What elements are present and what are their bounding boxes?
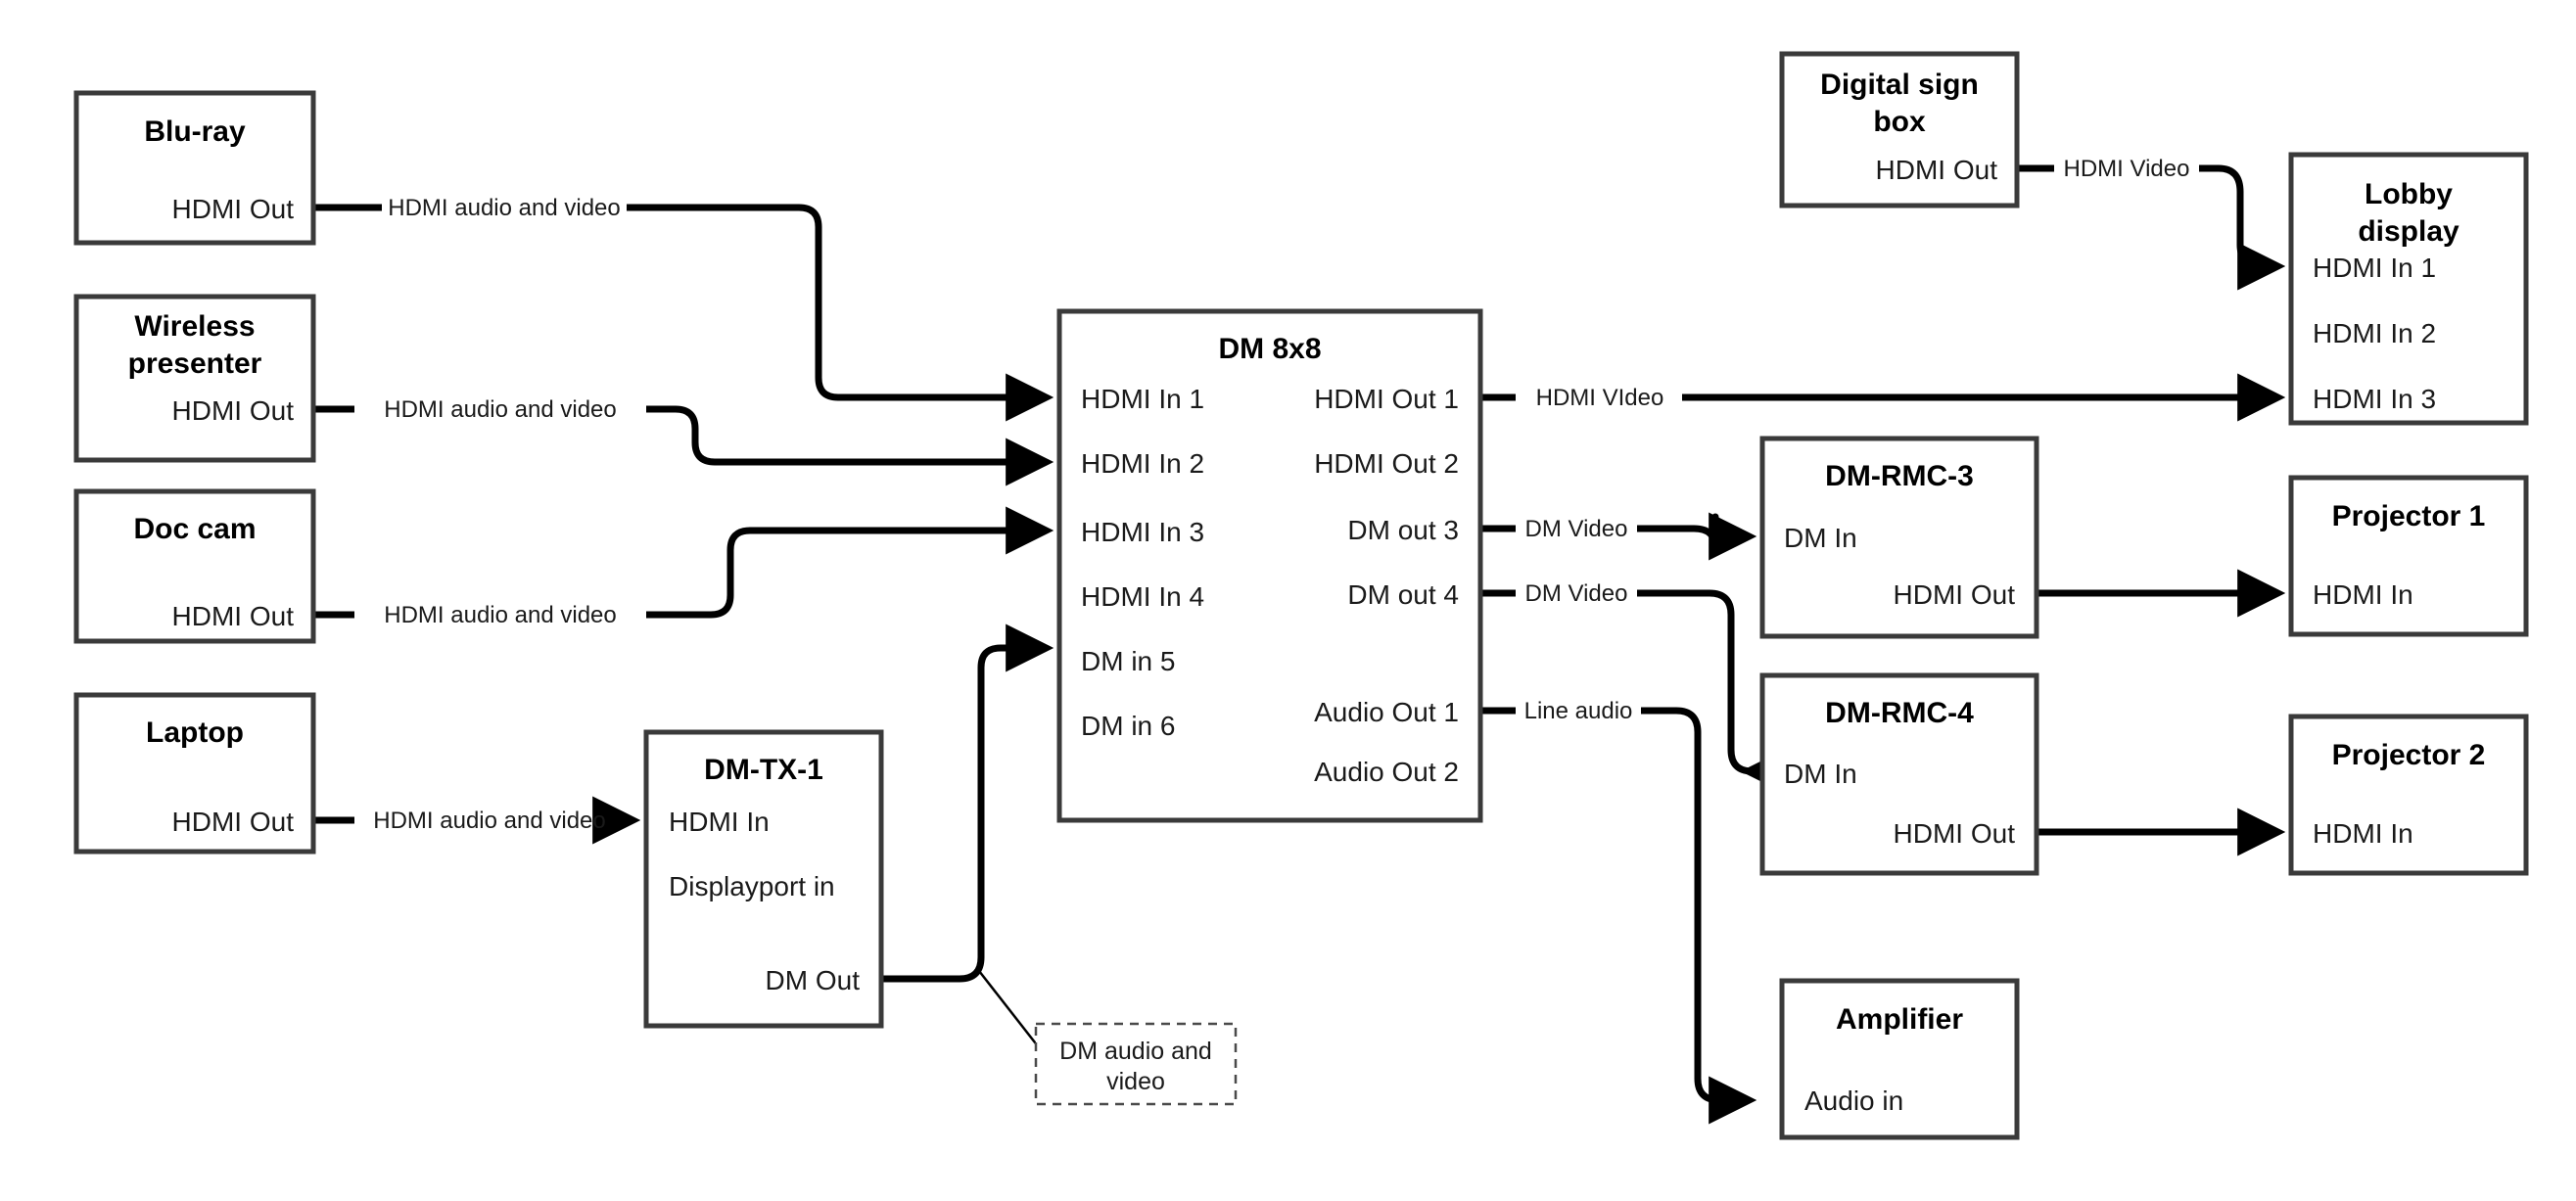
node-projector-2[interactable]: Projector 2 HDMI In <box>2288 714 2529 876</box>
dm-rmc-3-port-dm-in: DM In <box>1784 523 1857 553</box>
dm-8x8-output-dm-out-3: DM out 3 <box>1347 515 1459 545</box>
laptop-title: Laptop <box>146 716 244 749</box>
projector-1-title: Projector 1 <box>2332 500 2486 532</box>
wire-dmtx1-to-dm8x8 <box>881 624 1054 983</box>
projector-2-box[interactable] <box>2288 714 2529 876</box>
wireless-presenter-title-line1: Wireless <box>134 310 255 343</box>
wire-bluray-to-dm8x8 <box>313 204 1046 397</box>
amplifier-port-audio-in: Audio in <box>1804 1086 1903 1116</box>
callout-dm-audio-and-video: DM audio and video <box>1034 1022 1238 1106</box>
node-wireless-presenter[interactable]: Wireless presenter HDMI Out <box>73 294 316 463</box>
bluray-title: Blu-ray <box>144 115 246 148</box>
callout-label-line2: video <box>1106 1068 1165 1095</box>
doc-cam-title: Doc cam <box>133 513 256 545</box>
node-laptop[interactable]: Laptop HDMI Out <box>73 692 316 855</box>
wire-label-dm-out1: HDMI VIdeo <box>1536 385 1664 411</box>
node-bluray[interactable]: Blu-ray HDMI Out <box>73 90 316 246</box>
dm-tx-1-port-hdmi-in: HDMI In <box>669 807 770 837</box>
callout-label-line1: DM audio and <box>1059 1038 1212 1065</box>
wire-dm8x8-audio-to-amplifier <box>1480 707 1749 1100</box>
wire-dm8x8-out4-to-rmc4 <box>1480 589 1753 771</box>
dm-8x8-input-dm-in-5: DM in 5 <box>1081 646 1175 676</box>
dm-8x8-output-dm-out-4: DM out 4 <box>1347 579 1459 610</box>
amplifier-title: Amplifier <box>1836 1003 1963 1036</box>
wire-label-audio-out1: Line audio <box>1524 698 1633 724</box>
node-lobby-display[interactable]: Lobby display HDMI In 1 HDMI In 2 HDMI I… <box>2288 152 2529 426</box>
wireless-presenter-port-hdmi-out: HDMI Out <box>172 395 295 426</box>
dm-8x8-box[interactable] <box>1056 308 1483 823</box>
doc-cam-port-hdmi-out: HDMI Out <box>172 601 295 631</box>
wire-label-dm-out3: DM Video <box>1525 516 1628 542</box>
node-dm-8x8[interactable]: DM 8x8 HDMI In 1 HDMI In 2 HDMI In 3 HDM… <box>1056 308 1483 823</box>
lobby-display-input-hdmi-in-2: HDMI In 2 <box>2313 318 2436 348</box>
doc-cam-box[interactable] <box>73 488 316 644</box>
wire-label-wireless: HDMI audio and video <box>384 396 616 423</box>
dm-8x8-title: DM 8x8 <box>1218 333 1321 365</box>
dm-rmc-4-port-hdmi-out: HDMI Out <box>1894 818 2016 849</box>
dm-rmc-3-port-hdmi-out: HDMI Out <box>1894 579 2016 610</box>
wire-label-dm-out4: DM Video <box>1525 580 1628 607</box>
bluray-port-hdmi-out: HDMI Out <box>172 194 295 224</box>
digital-sign-box-port-hdmi-out: HDMI Out <box>1876 155 1998 185</box>
lobby-display-input-hdmi-in-1: HDMI In 1 <box>2313 253 2436 283</box>
wireless-presenter-title-line2: presenter <box>128 347 262 380</box>
dm-8x8-output-audio-out-1: Audio Out 1 <box>1314 697 1459 727</box>
wire-signbox-to-lobby <box>2017 164 2277 266</box>
amplifier-box[interactable] <box>1779 978 2020 1140</box>
wire-label-bluray: HDMI audio and video <box>388 195 620 221</box>
dm-8x8-input-dm-in-6: DM in 6 <box>1081 711 1175 741</box>
laptop-port-hdmi-out: HDMI Out <box>172 807 295 837</box>
projector-1-port-hdmi-in: HDMI In <box>2313 579 2413 610</box>
wire-wireless-to-dm8x8 <box>313 405 1046 462</box>
projector-2-title: Projector 2 <box>2332 739 2486 771</box>
callout-box <box>1034 1022 1238 1106</box>
wire-dm8x8-out3-to-rmc3 <box>1480 517 1749 548</box>
dm-rmc-3-title: DM-RMC-3 <box>1825 460 1974 492</box>
projector-1-box[interactable] <box>2288 475 2529 637</box>
node-projector-1[interactable]: Projector 1 HDMI In <box>2288 475 2529 637</box>
dm-tx-1-port-dm-out: DM Out <box>766 965 861 995</box>
wire-label-signbox: HDMI Video <box>2064 156 2190 182</box>
digital-sign-box-title-line2: box <box>1873 106 1926 138</box>
dm-rmc-3-box[interactable] <box>1759 436 2039 639</box>
node-dm-tx-1[interactable]: DM-TX-1 HDMI In Displayport in DM Out <box>643 729 884 1029</box>
dm-tx-1-box[interactable] <box>643 729 884 1029</box>
node-dm-rmc-3[interactable]: DM-RMC-3 DM In HDMI Out <box>1759 436 2039 639</box>
dm-rmc-4-port-dm-in: DM In <box>1784 759 1857 789</box>
lobby-display-input-hdmi-in-3: HDMI In 3 <box>2313 384 2436 414</box>
dm-8x8-output-audio-out-2: Audio Out 2 <box>1314 757 1459 787</box>
dm-rmc-4-box[interactable] <box>1759 672 2039 876</box>
digital-sign-box-title-line1: Digital sign <box>1820 69 1979 101</box>
wire-label-doccam: HDMI audio and video <box>384 602 616 628</box>
dm-8x8-output-hdmi-out-1: HDMI Out 1 <box>1314 384 1459 414</box>
dm-8x8-output-hdmi-out-2: HDMI Out 2 <box>1314 448 1459 479</box>
digital-sign-box-rect[interactable] <box>1779 51 2020 208</box>
projector-2-port-hdmi-in: HDMI In <box>2313 818 2413 849</box>
node-dm-rmc-4[interactable]: DM-RMC-4 DM In HDMI Out <box>1759 672 2039 876</box>
dm-8x8-input-hdmi-in-2: HDMI In 2 <box>1081 448 1204 479</box>
dm-8x8-input-hdmi-in-4: HDMI In 4 <box>1081 581 1204 612</box>
lobby-display-title-line1: Lobby <box>2365 178 2453 210</box>
dm-rmc-4-title: DM-RMC-4 <box>1825 697 1974 729</box>
wire-doccam-to-dm8x8 <box>313 531 1046 619</box>
dm-tx-1-title: DM-TX-1 <box>704 754 823 786</box>
dm-tx-1-port-displayport-in: Displayport in <box>669 871 835 901</box>
node-doc-cam[interactable]: Doc cam HDMI Out <box>73 488 316 644</box>
callout-leader-line <box>978 970 1043 1052</box>
node-amplifier[interactable]: Amplifier Audio in <box>1779 978 2020 1140</box>
dm-8x8-input-hdmi-in-3: HDMI In 3 <box>1081 517 1204 547</box>
wireless-presenter-box[interactable] <box>73 294 316 463</box>
lobby-display-box[interactable] <box>2288 152 2529 426</box>
lobby-display-title-line2: display <box>2358 215 2459 248</box>
node-digital-sign-box[interactable]: Digital sign box HDMI Out <box>1779 51 2020 208</box>
bluray-box[interactable] <box>73 90 316 246</box>
laptop-box[interactable] <box>73 692 316 855</box>
dm-8x8-input-hdmi-in-1: HDMI In 1 <box>1081 384 1204 414</box>
wire-label-laptop: HDMI audio and video <box>373 808 605 834</box>
